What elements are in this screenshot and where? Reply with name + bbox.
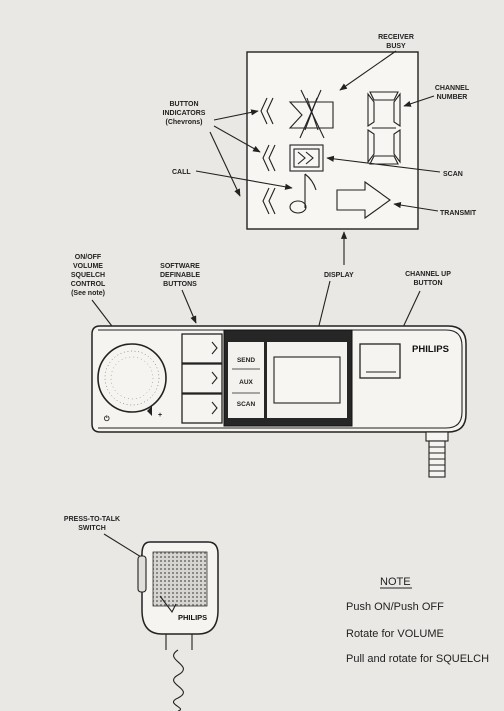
svg-text:INDICATORS: INDICATORS bbox=[163, 110, 206, 117]
transmit-label: TRANSMIT bbox=[440, 210, 477, 217]
channel-up-button[interactable] bbox=[359, 343, 401, 379]
radio-unit: ⏻ + SEND AUX SCAN bbox=[91, 325, 467, 478]
receiver-busy-icon bbox=[288, 89, 334, 139]
call-icon bbox=[289, 173, 317, 214]
display-label: DISPLAY bbox=[324, 272, 354, 279]
radio-cable bbox=[425, 431, 449, 478]
volume-control-label: ON/OFF VOLUME SQUELCH CONTROL (See note) bbox=[71, 254, 106, 297]
note-line-2: Rotate for VOLUME bbox=[346, 628, 444, 640]
svg-text:ON/OFF: ON/OFF bbox=[75, 254, 102, 261]
display-panel bbox=[246, 51, 419, 230]
note-block: NOTE Push ON/Push OFF Rotate for VOLUME … bbox=[346, 576, 489, 665]
transmit-icon bbox=[336, 180, 391, 220]
software-button-2[interactable] bbox=[181, 363, 223, 394]
svg-text:BUTTON: BUTTON bbox=[169, 101, 198, 108]
svg-text:DEFINABLE: DEFINABLE bbox=[160, 272, 200, 279]
svg-text:SQUELCH: SQUELCH bbox=[71, 272, 105, 279]
svg-text:CHANNEL UP: CHANNEL UP bbox=[405, 271, 451, 278]
svg-text:VOLUME: VOLUME bbox=[73, 263, 103, 270]
chevron-indicator-3-icon bbox=[262, 187, 276, 215]
send-label: SEND bbox=[237, 357, 255, 364]
receiver-busy-label: RECEIVER BUSY bbox=[378, 34, 414, 50]
ptt-switch[interactable] bbox=[137, 555, 147, 593]
scan-indicator-label: SCAN bbox=[443, 171, 463, 178]
microphone: PHILIPS bbox=[137, 541, 219, 711]
svg-text:PRESS-TO-TALK: PRESS-TO-TALK bbox=[64, 516, 120, 523]
note-line-1: Push ON/Push OFF bbox=[346, 601, 444, 613]
radio-brand: PHILIPS bbox=[412, 344, 449, 355]
channel-digit-icon bbox=[367, 91, 401, 165]
chevron-indicator-2-icon bbox=[262, 144, 276, 172]
scan-button-label: SCAN bbox=[237, 401, 256, 408]
channel-up-label: CHANNEL UP BUTTON bbox=[405, 271, 451, 287]
volume-up-icon: + bbox=[158, 412, 162, 419]
svg-text:CHANNEL: CHANNEL bbox=[435, 85, 470, 92]
svg-text:CONTROL: CONTROL bbox=[71, 281, 106, 288]
svg-text:RECEIVER: RECEIVER bbox=[378, 34, 414, 41]
button-indicators-label: BUTTON INDICATORS (Chevrons) bbox=[163, 101, 206, 126]
power-icon: ⏻ bbox=[104, 415, 110, 423]
press-to-talk-label: PRESS-TO-TALK SWITCH bbox=[64, 516, 120, 532]
software-buttons-label: SOFTWARE DEFINABLE BUTTONS bbox=[160, 263, 200, 288]
radio-display-window bbox=[223, 329, 353, 427]
software-button-3[interactable] bbox=[181, 393, 223, 424]
svg-text:SOFTWARE: SOFTWARE bbox=[160, 263, 200, 270]
channel-number-label: CHANNEL NUMBER bbox=[435, 85, 470, 101]
chevron-indicator-1-icon bbox=[260, 97, 274, 125]
volume-squelch-knob[interactable] bbox=[97, 343, 167, 413]
svg-text:(Chevrons): (Chevrons) bbox=[166, 119, 203, 126]
aux-label: AUX bbox=[239, 379, 253, 386]
note-title: NOTE bbox=[380, 576, 411, 588]
svg-text:BUTTONS: BUTTONS bbox=[163, 281, 197, 288]
svg-text:BUSY: BUSY bbox=[386, 43, 406, 50]
svg-text:BUTTON: BUTTON bbox=[413, 280, 442, 287]
svg-text:(See note): (See note) bbox=[71, 290, 105, 297]
software-button-1[interactable] bbox=[181, 333, 223, 364]
mic-brand: PHILIPS bbox=[178, 613, 207, 622]
note-line-3: Pull and rotate for SQUELCH bbox=[346, 653, 489, 665]
mic-grille bbox=[152, 551, 208, 607]
mic-cord bbox=[172, 649, 184, 711]
scan-icon bbox=[289, 144, 324, 172]
svg-text:SWITCH: SWITCH bbox=[78, 525, 106, 532]
call-label: CALL bbox=[172, 169, 191, 176]
svg-text:NUMBER: NUMBER bbox=[437, 94, 468, 101]
